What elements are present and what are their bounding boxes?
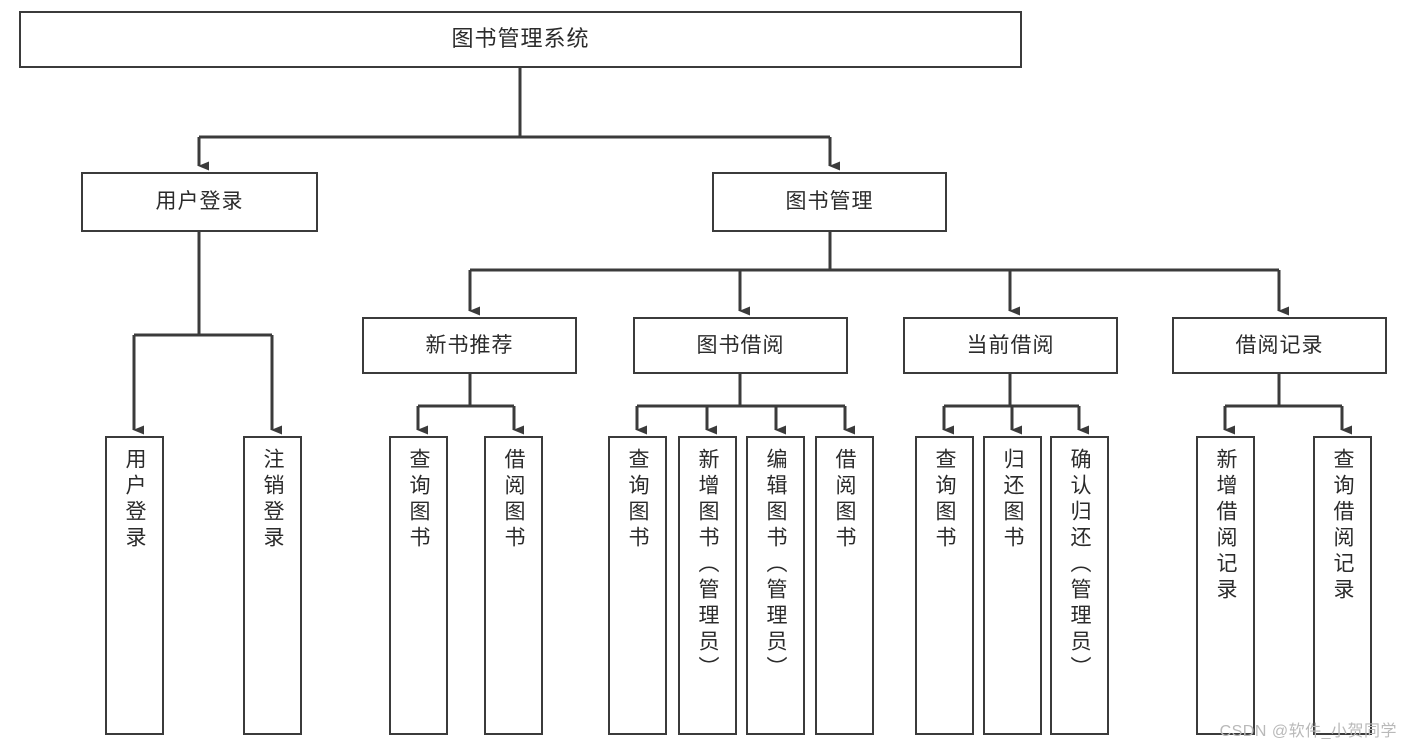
node-root[interactable]: 图书管理系统 <box>19 11 1022 68</box>
node-new-book-recommend-label: 新书推荐 <box>425 333 514 357</box>
node-leaf-confirm-return[interactable]: 确认归还（管理员） <box>1050 436 1109 735</box>
node-leaf-user-logout[interactable]: 注销登录 <box>243 436 302 735</box>
node-current-borrow-label: 当前借阅 <box>966 333 1055 357</box>
node-leaf-add-record[interactable]: 新增借阅记录 <box>1196 436 1255 735</box>
node-leaf-edit-book-label: 编辑图书（管理员） <box>764 448 787 682</box>
node-leaf-edit-book[interactable]: 编辑图书（管理员） <box>746 436 805 735</box>
node-leaf-add-book[interactable]: 新增图书（管理员） <box>678 436 737 735</box>
node-leaf-borrow-book-2-label: 借阅图书 <box>833 448 856 552</box>
node-leaf-query-record[interactable]: 查询借阅记录 <box>1313 436 1372 735</box>
node-leaf-borrow-book-1[interactable]: 借阅图书 <box>484 436 543 735</box>
node-current-borrow[interactable]: 当前借阅 <box>903 317 1118 374</box>
node-leaf-query-book-3[interactable]: 查询图书 <box>915 436 974 735</box>
node-borrow-record[interactable]: 借阅记录 <box>1172 317 1387 374</box>
node-leaf-add-book-label: 新增图书（管理员） <box>696 448 719 682</box>
node-leaf-user-login-label: 用户登录 <box>123 448 146 552</box>
node-leaf-query-record-label: 查询借阅记录 <box>1331 448 1354 604</box>
node-leaf-borrow-book-1-label: 借阅图书 <box>502 448 525 552</box>
node-leaf-borrow-book-2[interactable]: 借阅图书 <box>815 436 874 735</box>
node-book-borrow[interactable]: 图书借阅 <box>633 317 848 374</box>
node-leaf-user-login[interactable]: 用户登录 <box>105 436 164 735</box>
node-user-login-label: 用户登录 <box>155 190 244 214</box>
node-leaf-add-record-label: 新增借阅记录 <box>1214 448 1237 604</box>
node-leaf-return-book-label: 归还图书 <box>1001 448 1024 552</box>
node-leaf-user-logout-label: 注销登录 <box>261 448 284 552</box>
node-root-label: 图书管理系统 <box>451 26 590 52</box>
node-leaf-return-book[interactable]: 归还图书 <box>983 436 1042 735</box>
node-leaf-query-book-1[interactable]: 查询图书 <box>389 436 448 735</box>
node-borrow-record-label: 借阅记录 <box>1235 333 1324 357</box>
node-leaf-query-book-1-label: 查询图书 <box>407 448 430 552</box>
node-leaf-confirm-return-label: 确认归还（管理员） <box>1068 448 1091 682</box>
node-leaf-query-book-3-label: 查询图书 <box>933 448 956 552</box>
node-book-manage[interactable]: 图书管理 <box>712 172 947 232</box>
node-user-login[interactable]: 用户登录 <box>81 172 318 232</box>
node-new-book-recommend[interactable]: 新书推荐 <box>362 317 577 374</box>
node-book-manage-label: 图书管理 <box>785 190 874 214</box>
node-leaf-query-book-2[interactable]: 查询图书 <box>608 436 667 735</box>
node-leaf-query-book-2-label: 查询图书 <box>626 448 649 552</box>
node-book-borrow-label: 图书借阅 <box>696 333 785 357</box>
